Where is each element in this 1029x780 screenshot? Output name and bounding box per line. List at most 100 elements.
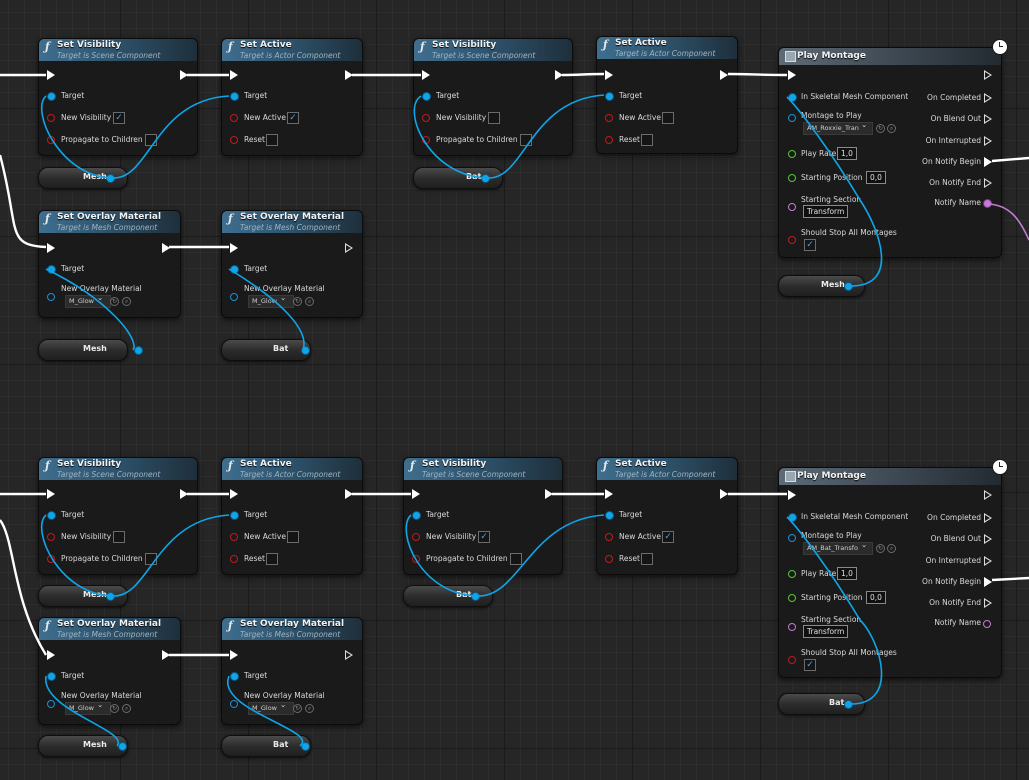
mesh-variable-node[interactable]: Mesh xyxy=(38,167,128,189)
mesh-variable-node[interactable]: Mesh xyxy=(38,339,143,361)
set-overlay-material-node-top-1[interactable]: ƒ Set Overlay Material Target is Mesh Co… xyxy=(38,210,181,318)
exec-out-pin[interactable] xyxy=(720,70,728,80)
on-blend-out-pin[interactable] xyxy=(984,534,992,544)
overlay-material-dropdown[interactable]: M_Glow xyxy=(248,295,294,308)
target-pin[interactable] xyxy=(412,511,421,520)
in-skeletal-mesh-pin[interactable] xyxy=(788,513,797,522)
reset-checkbox[interactable] xyxy=(266,553,278,565)
set-visibility-node-bottom-2[interactable]: ƒ Set Visibility Target is Scene Compone… xyxy=(403,457,563,575)
node-header[interactable]: ƒ Set Overlay Material Target is Mesh Co… xyxy=(222,618,362,640)
new-active-checkbox[interactable]: ✓ xyxy=(662,531,674,543)
exec-in-pin[interactable] xyxy=(422,70,430,80)
reset-checkbox[interactable] xyxy=(641,134,653,146)
on-notify-begin-pin[interactable] xyxy=(984,577,992,587)
browse-search-icon[interactable]: ⌕ xyxy=(887,124,896,133)
browse-search-icon[interactable]: ⌕ xyxy=(122,297,131,306)
starting-section-pin[interactable] xyxy=(788,203,796,211)
exec-out-pin[interactable] xyxy=(345,489,353,499)
exec-in-pin[interactable] xyxy=(47,70,55,80)
propagate-checkbox[interactable] xyxy=(510,553,522,565)
starting-position-input[interactable]: 0,0 xyxy=(866,171,886,184)
reset-checkbox[interactable] xyxy=(641,553,653,565)
reset-pin[interactable] xyxy=(605,555,613,563)
exec-in-pin[interactable] xyxy=(788,490,796,500)
exec-out-pin[interactable] xyxy=(345,243,353,253)
new-active-pin[interactable] xyxy=(230,533,238,541)
starting-section-input[interactable]: Transform xyxy=(803,205,849,218)
variable-output-pin[interactable] xyxy=(134,346,143,355)
starting-section-pin[interactable] xyxy=(788,623,796,631)
exec-out-pin[interactable] xyxy=(180,70,188,80)
should-stop-checkbox[interactable]: ✓ xyxy=(804,659,816,671)
reset-pin[interactable] xyxy=(230,136,238,144)
browse-search-icon[interactable]: ⌕ xyxy=(887,544,896,553)
reset-pin[interactable] xyxy=(230,555,238,563)
mesh-variable-node[interactable]: Mesh xyxy=(778,275,865,297)
new-active-checkbox[interactable] xyxy=(287,531,299,543)
new-visibility-checkbox[interactable] xyxy=(488,112,500,124)
node-header[interactable]: ƒ Set Visibility Target is Scene Compone… xyxy=(414,39,572,61)
propagate-pin[interactable] xyxy=(47,136,55,144)
montage-to-play-pin[interactable] xyxy=(788,534,796,542)
new-active-checkbox[interactable] xyxy=(662,112,674,124)
bat-variable-node[interactable]: Bat xyxy=(221,339,311,361)
set-overlay-material-node-bottom-1[interactable]: ƒ Set Overlay Material Target is Mesh Co… xyxy=(38,617,181,725)
use-selected-icon[interactable]: ↻ xyxy=(293,704,302,713)
variable-output-pin[interactable] xyxy=(118,742,127,751)
overlay-material-dropdown[interactable]: M_Glow xyxy=(248,702,294,715)
new-visibility-checkbox[interactable]: ✓ xyxy=(113,112,125,124)
use-selected-icon[interactable]: ↻ xyxy=(876,124,885,133)
set-overlay-material-node-top-2[interactable]: ƒ Set Overlay Material Target is Mesh Co… xyxy=(221,210,363,318)
new-visibility-pin[interactable] xyxy=(422,114,430,122)
exec-out-pin[interactable] xyxy=(180,489,188,499)
browse-search-icon[interactable]: ⌕ xyxy=(305,297,314,306)
set-visibility-node-bottom-1[interactable]: ƒ Set Visibility Target is Scene Compone… xyxy=(38,457,198,575)
variable-output-pin[interactable] xyxy=(481,174,490,183)
montage-to-play-pin[interactable] xyxy=(788,114,796,122)
on-blend-out-pin[interactable] xyxy=(984,114,992,124)
propagate-checkbox[interactable] xyxy=(145,553,157,565)
notify-name-pin[interactable] xyxy=(983,620,991,628)
exec-in-pin[interactable] xyxy=(230,650,238,660)
reset-pin[interactable] xyxy=(605,136,613,144)
play-montage-node-bottom[interactable]: Play Montage In Skeletal Mesh Component … xyxy=(778,459,1008,678)
use-selected-icon[interactable]: ↻ xyxy=(293,297,302,306)
bat-variable-node[interactable]: Bat xyxy=(778,693,865,715)
variable-output-pin[interactable] xyxy=(844,282,853,291)
browse-search-icon[interactable]: ⌕ xyxy=(122,704,131,713)
target-pin[interactable] xyxy=(230,511,239,520)
exec-out-pin[interactable] xyxy=(984,490,992,500)
play-rate-pin[interactable] xyxy=(788,570,796,578)
use-selected-icon[interactable]: ↻ xyxy=(110,704,119,713)
new-active-pin[interactable] xyxy=(605,114,613,122)
new-visibility-checkbox[interactable]: ✓ xyxy=(478,531,490,543)
exec-in-pin[interactable] xyxy=(47,489,55,499)
new-visibility-pin[interactable] xyxy=(47,533,55,541)
use-selected-icon[interactable]: ↻ xyxy=(876,544,885,553)
new-overlay-material-pin[interactable] xyxy=(230,700,238,708)
on-notify-begin-pin[interactable] xyxy=(984,157,992,167)
overlay-material-dropdown[interactable]: M_Glow xyxy=(65,295,111,308)
overlay-material-dropdown[interactable]: M_Glow xyxy=(65,702,111,715)
target-pin[interactable] xyxy=(47,92,56,101)
use-selected-icon[interactable]: ↻ xyxy=(110,297,119,306)
node-header[interactable]: ƒ Set Visibility Target is Scene Compone… xyxy=(39,458,197,480)
node-header[interactable]: ƒ Set Active Target is Actor Component xyxy=(597,458,737,480)
bat-variable-node[interactable]: Bat xyxy=(221,735,311,757)
exec-in-pin[interactable] xyxy=(412,489,420,499)
variable-output-pin[interactable] xyxy=(106,592,115,601)
node-header[interactable]: Play Montage xyxy=(779,459,1008,485)
set-overlay-material-node-bottom-2[interactable]: ƒ Set Overlay Material Target is Mesh Co… xyxy=(221,617,363,725)
browse-search-icon[interactable]: ⌕ xyxy=(305,704,314,713)
exec-in-pin[interactable] xyxy=(788,70,796,80)
exec-out-pin[interactable] xyxy=(345,650,353,660)
set-visibility-node-top-1[interactable]: ƒ Set Visibility Target is Scene Compone… xyxy=(38,38,198,156)
mesh-variable-node[interactable]: Mesh xyxy=(38,735,128,757)
node-header[interactable]: ƒ Set Active Target is Actor Component xyxy=(222,458,362,480)
bat-variable-node[interactable]: Bat xyxy=(413,167,503,189)
starting-position-input[interactable]: 0,0 xyxy=(866,591,886,604)
node-header[interactable]: ƒ Set Active Target is Actor Component xyxy=(597,37,737,59)
variable-output-pin[interactable] xyxy=(471,592,480,601)
propagate-pin[interactable] xyxy=(412,555,420,563)
